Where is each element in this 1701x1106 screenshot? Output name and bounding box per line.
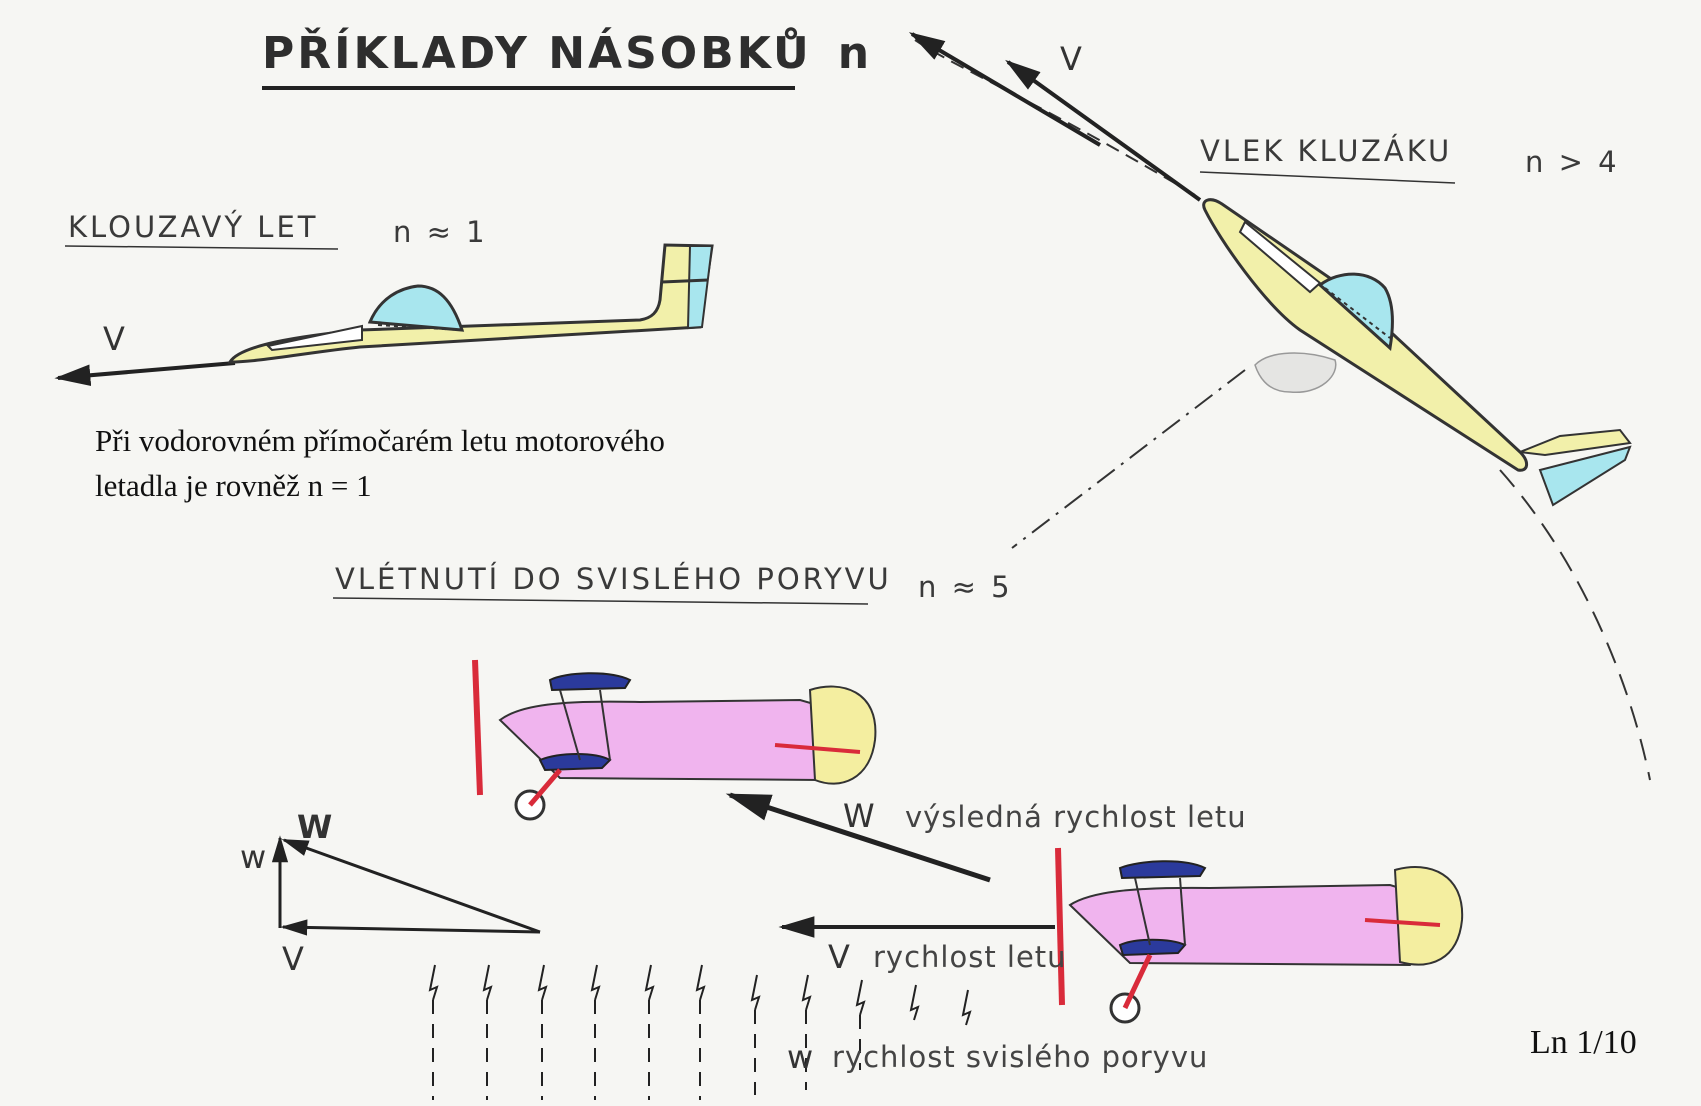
gust-underline: [332, 597, 869, 605]
tow-curve-path: [1499, 469, 1651, 781]
note-line-2: letadla je rovněž n = 1: [95, 468, 372, 503]
biplane-upper: [472, 659, 877, 821]
glider-tow-scene: [908, 32, 1651, 781]
resultant-velocity-arrow: [725, 792, 991, 883]
resultant-symbol: W: [843, 797, 875, 835]
note-line-1: Při vodorovném přímočarém letu motorovéh…: [95, 423, 665, 458]
triangle-V-label: V: [282, 940, 304, 978]
tow-load-factor: n > 4: [1525, 145, 1620, 179]
speed-symbol: V: [828, 938, 850, 976]
gust-caption: rychlost svislého poryvu: [832, 1040, 1209, 1074]
tow-label: VLEK KLUZÁKU: [1200, 134, 1453, 168]
triangle-w-label: w: [240, 838, 267, 876]
tow-velocity-arrow: [1005, 59, 1202, 202]
tow-underline: [1199, 171, 1456, 184]
resultant-caption: výsledná rychlost letu: [905, 800, 1247, 834]
triangle-W-label: W: [297, 808, 333, 846]
gust-symbol: w: [787, 1038, 814, 1076]
velocity-triangle: [271, 835, 541, 936]
tow-cable-arrow: [908, 32, 1102, 147]
gust-label: VLÉTNUTÍ DO SVISLÉHO PORYVU: [335, 562, 892, 596]
speed-caption: rychlost letu: [873, 940, 1067, 974]
glide-load-factor: n ≈ 1: [393, 215, 488, 249]
note-text: Při vodorovném přímočarém letu motorovéh…: [95, 418, 665, 508]
glide-velocity-arrow: [54, 361, 236, 387]
title-symbol: n: [837, 28, 873, 79]
page-title: PŘÍKLADY NÁSOBKŮ n: [262, 28, 872, 79]
glider-gliding: [54, 243, 714, 387]
tow-velocity-label: V: [1060, 40, 1082, 78]
tow-dashdot-line: [1011, 369, 1246, 549]
vertical-gust-arrows: [428, 964, 972, 1100]
page-reference: Ln 1/10: [1530, 1024, 1637, 1061]
glide-label: KLOUZAVÝ LET: [68, 210, 319, 244]
title-text: PŘÍKLADY NÁSOBKŮ: [262, 28, 812, 79]
glide-velocity-label: V: [103, 320, 125, 358]
biplane-lower: [1055, 847, 1464, 1024]
glide-underline: [64, 245, 339, 250]
gust-load-factor: n ≈ 5: [918, 570, 1013, 604]
